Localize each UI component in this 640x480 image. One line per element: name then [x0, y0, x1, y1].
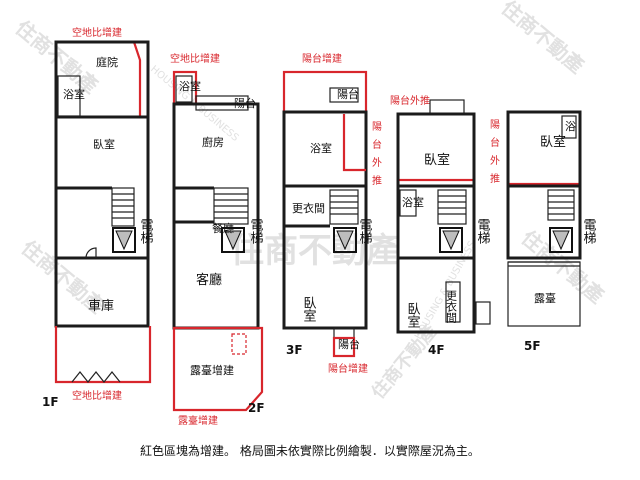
annotation-char: 台	[372, 138, 382, 151]
annotation-char: 推	[490, 172, 500, 185]
annotation-char: 台	[490, 136, 500, 149]
floor-label-1f: 1F	[42, 395, 59, 409]
room-label-bedroom: 臥室	[93, 137, 115, 151]
door-swing	[85, 247, 97, 259]
floor-3f: 陽台增建 陽台 浴室 更衣間 電梯 臥室 陽台 陽 台 外 推 陽台增建 3F	[282, 52, 382, 375]
addition-outline	[231, 333, 247, 355]
annotation-label: 露臺增建	[178, 414, 218, 427]
annotation-label: 陽台外推	[390, 94, 430, 107]
balcony-area	[429, 99, 465, 115]
floor-5f: 臥室 浴 電梯 露臺 陽 台 外 推 5F	[490, 110, 597, 353]
floor-4f: 陽台外推 臥室 浴室 電梯 臥室 更衣間 4F	[390, 94, 491, 357]
room-label-closet: 更衣間	[292, 201, 325, 215]
outer-wall	[282, 110, 368, 330]
room-label-terrace: 露臺增建	[190, 363, 234, 377]
room-label-dining: 餐廳	[212, 221, 234, 235]
room-label-bedroom-top: 臥室	[424, 152, 450, 168]
annotation-char: 陽	[372, 121, 382, 133]
addition-outline	[172, 326, 264, 412]
room-label-closet: 更衣間	[445, 290, 458, 324]
room-label-terrace: 露臺	[534, 291, 556, 305]
addition-outline	[54, 326, 152, 384]
annotation-label: 空地比增建	[72, 26, 122, 39]
room-label-elevator: 電梯	[475, 218, 491, 244]
room-label-living: 客廳	[196, 272, 222, 288]
room-label-elevator: 電梯	[248, 218, 264, 244]
annotation-char: 推	[372, 174, 382, 187]
room-label-elevator: 電梯	[357, 218, 373, 244]
room-label-balcony-small: 陽台	[338, 337, 360, 351]
room-label-elevator: 電梯	[581, 218, 597, 244]
room-label-bath: 浴室	[402, 195, 424, 209]
room-label-courtyard: 庭院	[96, 55, 118, 69]
balcony-area	[329, 87, 359, 103]
elevator-shaft	[112, 227, 136, 253]
addition-outline	[332, 336, 356, 358]
annotation-label: 陽台增建	[328, 362, 368, 375]
footer-note: 紅色區塊為增建。 格局圖未依實際比例繪製．以實際屋況為主。	[140, 443, 480, 458]
staircase	[547, 189, 575, 221]
elevator-shaft	[333, 227, 357, 253]
bath-room	[175, 75, 193, 103]
room-label-bedroom: 臥室	[540, 134, 566, 150]
addition-outline	[396, 112, 476, 182]
staircase	[213, 187, 249, 225]
room-label-garage: 車庫	[88, 299, 114, 314]
bath-room	[57, 75, 81, 117]
closet-box	[445, 281, 461, 323]
watermark-diagonal: 住商不動產	[497, 0, 589, 78]
annotation-label: 陽台增建	[302, 52, 342, 65]
room-label-bath: 浴室	[179, 79, 201, 93]
floor-label-3f: 3F	[286, 343, 303, 357]
staircase	[437, 189, 467, 225]
room-label-elevator: 電梯	[138, 218, 154, 244]
elevator-shaft	[439, 227, 463, 253]
floor-label-4f: 4F	[428, 343, 445, 357]
room-label-kitchen: 廚房	[202, 135, 224, 149]
staircase	[329, 189, 359, 225]
ac-box	[475, 301, 491, 325]
elevator-shaft	[221, 227, 245, 253]
floor-2f: 空地比增建 浴室 陽台 廚房 餐廳 電梯 客廳 露臺增建 露臺增建 2F	[170, 52, 265, 427]
staircase	[111, 187, 135, 227]
annotation-label: 空地比增建	[170, 52, 220, 65]
room-label-bedroom: 臥室	[405, 302, 421, 328]
outer-wall	[54, 40, 150, 328]
addition-outline	[342, 114, 366, 172]
floor-label-5f: 5F	[524, 339, 541, 353]
outer-wall	[396, 112, 476, 334]
floor-label-2f: 2F	[248, 401, 265, 415]
room-label-bedroom: 臥室	[301, 296, 317, 322]
bath-room	[561, 115, 577, 139]
floor-1f: 空地比增建 庭院 浴室 臥室 電梯 車庫 空地比增建 1F	[42, 26, 153, 409]
room-label-bath: 浴室	[63, 87, 85, 101]
room-label-bath: 浴	[565, 120, 576, 133]
annotation-char: 陽	[490, 119, 500, 131]
room-label-balcony: 陽台	[234, 96, 256, 110]
annotation-label: 空地比增建	[72, 389, 122, 402]
annotation-char: 外	[372, 157, 382, 169]
elevator-shaft	[549, 227, 573, 253]
gate-mark	[71, 371, 121, 383]
bath-room	[399, 189, 417, 217]
annotation-char: 外	[490, 155, 500, 167]
room-label-balcony: 陽台	[337, 87, 359, 101]
room-label-bath: 浴室	[310, 141, 332, 155]
